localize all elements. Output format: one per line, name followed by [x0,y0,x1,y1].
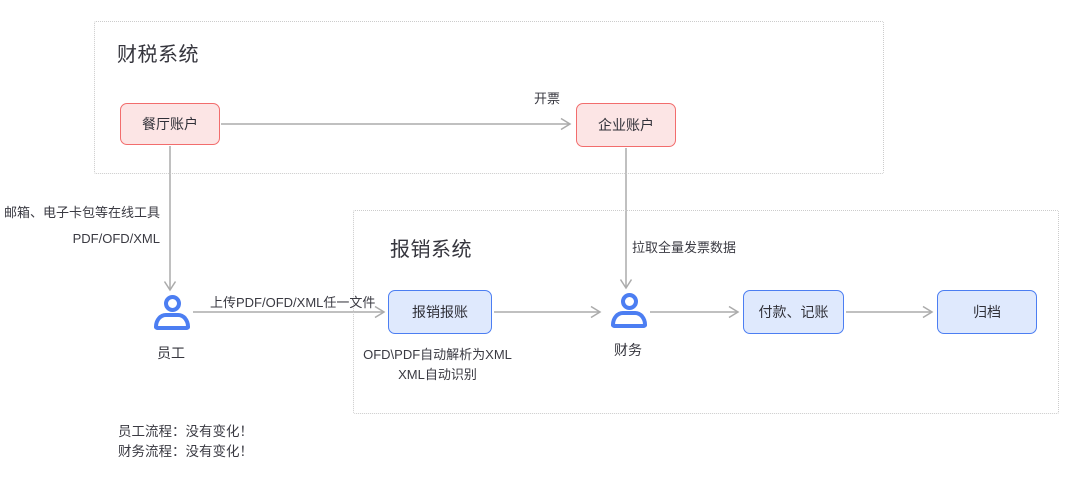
footnotes: 员工流程：没有变化！ 财务流程：没有变化！ [118,422,253,462]
tax-system-title: 财税系统 [117,44,199,66]
arrow-employee-to-expense-claim [193,305,386,319]
payment-bookkeeping-node: 付款、记账 [743,290,844,334]
arrow-payment-to-archive [846,305,934,319]
arrow-finance-to-payment [650,305,740,319]
expense-claim-note-line: XML自动识别 [398,367,477,382]
finance-label: 财务 [614,342,642,358]
expense-claim-node: 报销报账 [388,290,492,334]
person-head-icon [163,295,181,312]
enterprise-account-node: 企业账户 [576,103,676,147]
employee-label: 员工 [157,345,185,361]
person-body-icon [611,311,647,328]
upload-edge-label: 上传PDF/OFD/XML任一文件 [210,295,376,310]
arrow-expense-claim-to-finance [494,305,602,319]
reimbursement-system-title: 报销系统 [390,239,472,261]
footnote-line: 财务流程：没有变化！ [118,444,253,459]
arrow-restaurant-to-enterprise [221,117,572,131]
person-head-icon [620,293,638,310]
expense-claim-notes: OFD\PDF自动解析为XML XML自动识别 [357,345,518,385]
tax-system-container [94,21,884,174]
online-tools-edge-label: 邮箱、电子卡包等在线工具 [3,205,160,220]
expense-claim-note-line: OFD\PDF自动解析为XML [363,347,512,362]
arrow-restaurant-to-employee [163,146,177,292]
reimbursement-system-container [353,210,1059,414]
arrow-enterprise-to-finance [619,148,633,290]
pull-invoices-edge-label: 拉取全量发票数据 [632,240,737,255]
employee-person-icon [153,295,191,330]
finance-person-icon [610,293,648,328]
person-body-icon [154,313,190,330]
restaurant-account-node: 餐厅账户 [120,103,220,145]
footnote-line: 员工流程：没有变化！ [118,424,253,439]
archive-node: 归档 [937,290,1037,334]
file-formats-edge-label: PDF/OFD/XML [72,231,160,246]
invoice-edge-label: 开票 [533,91,560,106]
